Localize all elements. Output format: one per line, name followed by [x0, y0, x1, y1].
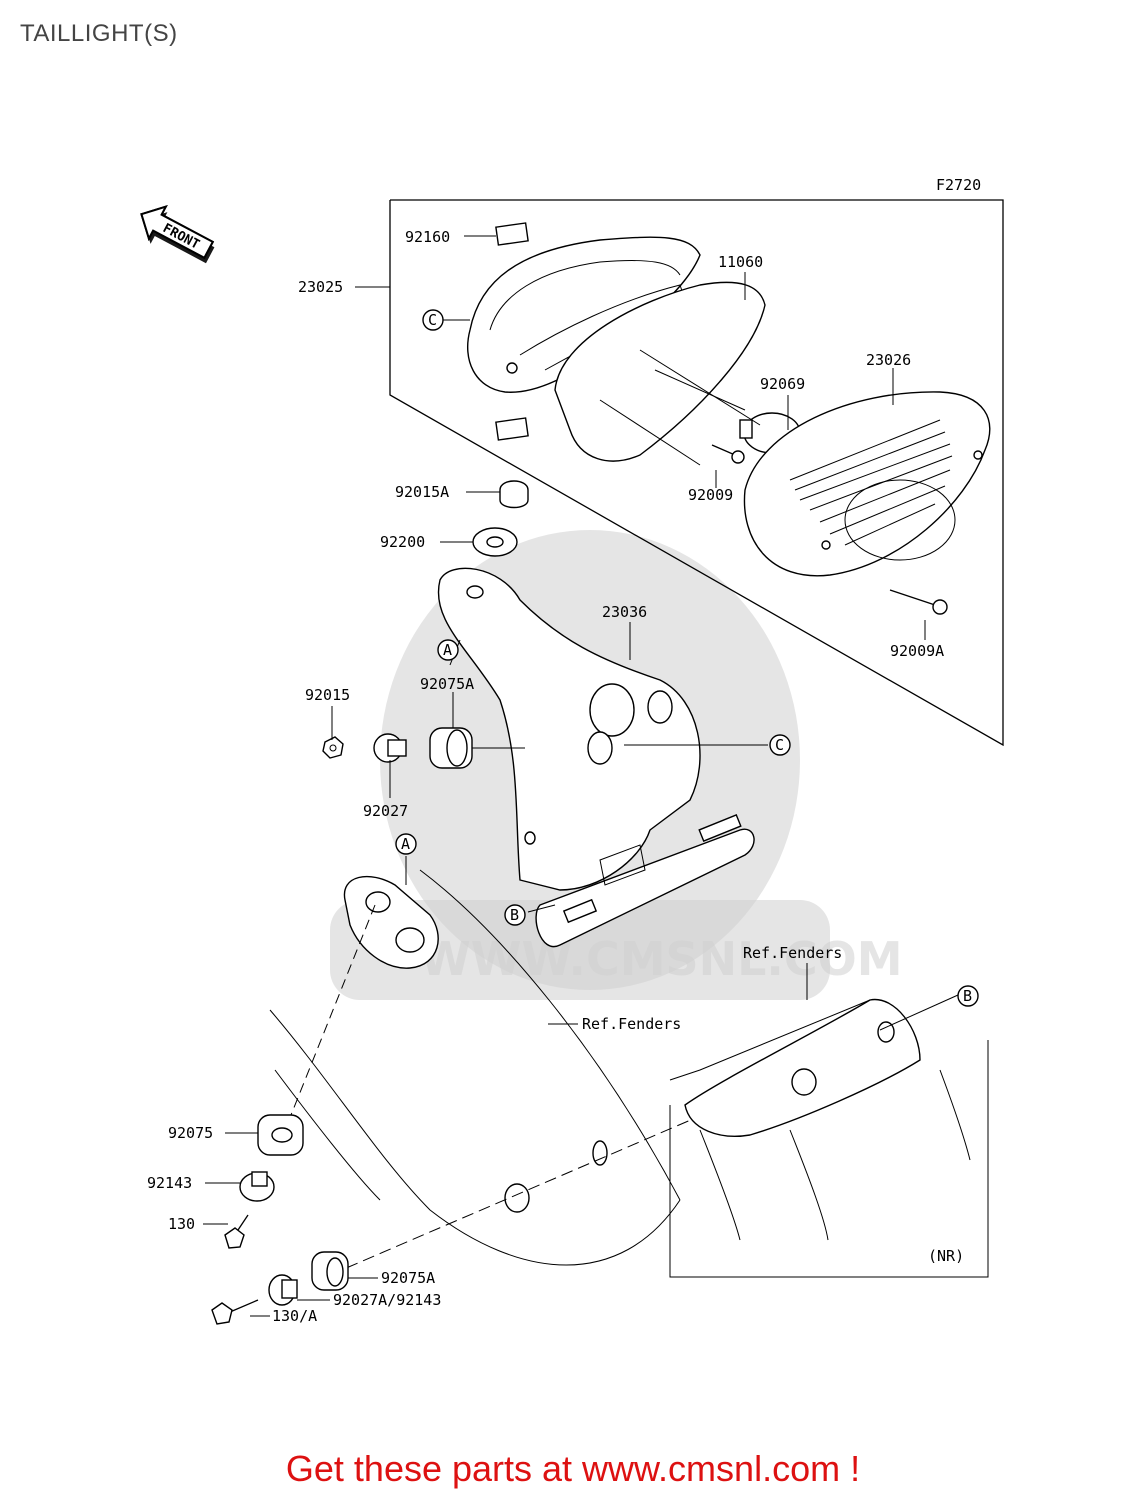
svg-text:A: A [401, 835, 410, 853]
taillight-lens [743, 391, 991, 577]
reference-label: Ref.Fenders [582, 1015, 681, 1033]
mounting-plate [343, 875, 439, 969]
part-label: 11060 [718, 253, 763, 271]
part-label: 92027 [363, 802, 408, 820]
collar-92027A [268, 1274, 298, 1306]
cushion-block [495, 417, 529, 441]
grommet-92075 [257, 1114, 304, 1156]
taillight-housing [438, 236, 701, 393]
part-label: 92015 [305, 686, 350, 704]
reference-label: Ref.Fenders [743, 944, 842, 962]
grommet-92075A-bottom [311, 1251, 349, 1291]
callout-a-bottom: A [395, 833, 417, 855]
callout-a-top: A [437, 639, 459, 661]
mounting-bracket [437, 567, 755, 948]
part-label: 92075 [168, 1124, 213, 1142]
part-label: 130 [168, 1215, 195, 1233]
svg-text:C: C [428, 311, 437, 329]
rear-fender [269, 869, 681, 1266]
screw-92009A [889, 589, 948, 615]
cushion-block [495, 222, 529, 246]
part-label: 92075A [420, 675, 474, 693]
fender-inset-nr [669, 998, 989, 1278]
nut-92015 [322, 736, 344, 759]
callout-c-top: C [422, 309, 444, 331]
part-label: 92015A [395, 483, 449, 501]
svg-text:C: C [775, 736, 784, 754]
callout-b-left: B [504, 904, 526, 926]
part-label: 92027A/92143 [333, 1291, 441, 1309]
figure-code: F2720 [936, 176, 981, 194]
callout-c-mid: C [769, 734, 791, 756]
part-label: 92160 [405, 228, 450, 246]
part-label: 23026 [866, 351, 911, 369]
front-arrow-icon: FRONT [140, 205, 215, 264]
part-label: 92069 [760, 375, 805, 393]
part-label: 92075A [381, 1269, 435, 1287]
grommet-92200 [472, 527, 518, 557]
watermark-text: WWW.CMSNL.COM [420, 932, 903, 986]
part-label: 130/A [272, 1307, 317, 1325]
svg-text:B: B [510, 906, 519, 924]
part-label: 23025 [298, 278, 343, 296]
footer-promo-link[interactable]: Get these parts at www.cmsnl.com ! [285, 1448, 861, 1489]
part-label: 92143 [147, 1174, 192, 1192]
screw-92009 [711, 444, 745, 464]
part-label: 92200 [380, 533, 425, 551]
grommet-92075A-top [429, 727, 473, 769]
bolt-130A [211, 1299, 259, 1325]
svg-text:B: B [963, 987, 972, 1005]
part-label: 92009 [688, 486, 733, 504]
nut-92015A [499, 480, 529, 509]
note-label: (NR) [928, 1247, 964, 1265]
bolt-130 [224, 1214, 249, 1249]
assembly-outline [389, 199, 1004, 747]
collar-92143 [239, 1171, 275, 1202]
part-label: 23036 [602, 603, 647, 621]
svg-text:A: A [443, 641, 452, 659]
callout-b-right: B [957, 985, 979, 1007]
collar-92027 [373, 733, 407, 763]
page-title: TAILLIGHT(S) [20, 20, 178, 47]
part-label: 92009A [890, 642, 944, 660]
